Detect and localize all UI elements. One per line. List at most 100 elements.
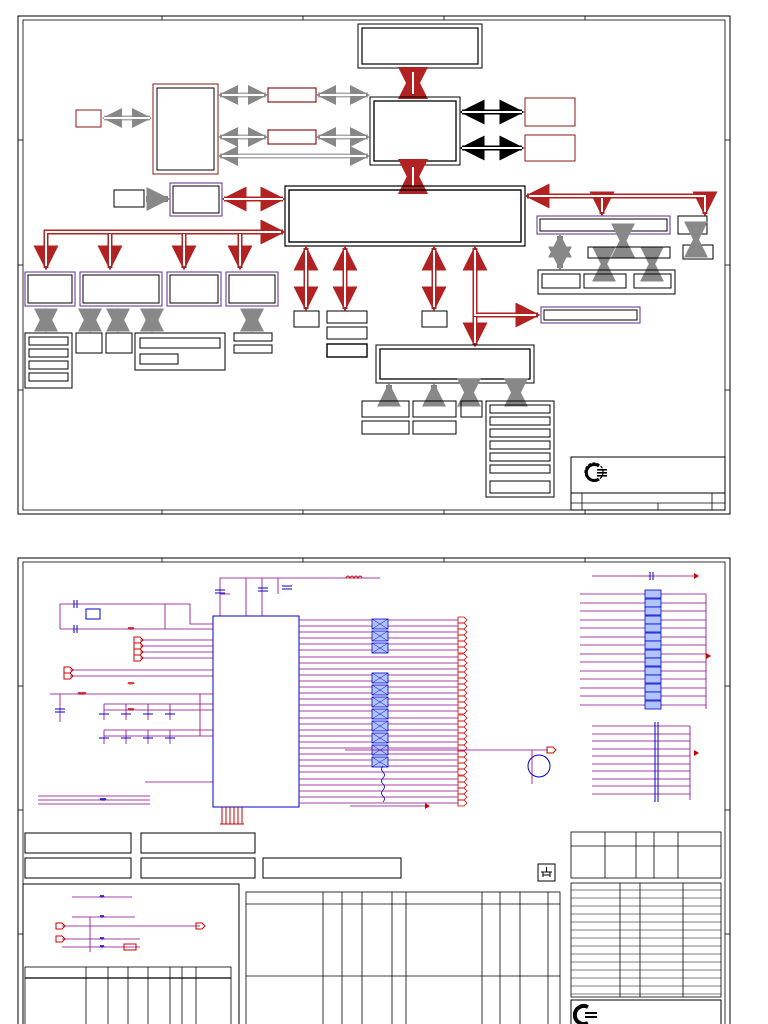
small-white-block <box>113 189 145 208</box>
off-page-connector <box>457 677 468 685</box>
off-page-connector <box>457 720 468 728</box>
right-title-table <box>570 831 722 998</box>
off-page-connector <box>457 714 468 722</box>
top-inductor <box>345 575 363 580</box>
ferrite-bead-hatch <box>371 720 389 732</box>
ferrite-bead-hatch <box>371 684 389 696</box>
ferrite-bead <box>644 674 662 684</box>
off-page-connector <box>457 793 468 801</box>
off-page-connector <box>457 762 468 770</box>
off-page-connector <box>457 768 468 776</box>
off-page-connector <box>457 701 468 709</box>
right-lower-block <box>524 134 576 162</box>
sb-child-4 <box>326 343 368 358</box>
pcie-block <box>536 215 671 235</box>
ferrite-inductor <box>381 765 385 803</box>
company-logo-icon <box>584 462 607 482</box>
off-page-connector <box>457 671 468 679</box>
sb-down-links <box>293 245 447 312</box>
schematic-sheet <box>17 557 731 1024</box>
sb-child-2 <box>326 310 368 324</box>
main-ic-body <box>212 615 300 808</box>
ferrite-array-col2 <box>580 589 711 710</box>
sheet1-zone-ticks <box>18 16 730 514</box>
sio-connector-stack <box>485 400 555 498</box>
off-page-connector <box>457 653 468 661</box>
sb-lower-bus <box>462 245 541 348</box>
off-page-connector <box>457 689 468 697</box>
left-lower-signals <box>38 781 213 805</box>
crystal-circuit <box>59 603 213 630</box>
ferrite-bead <box>644 700 662 710</box>
sheet1-outer-frame <box>17 15 731 515</box>
ground-symbol-icon <box>537 863 556 882</box>
sheet1-title-block <box>570 456 726 511</box>
ferrite-bead-hatch <box>371 732 389 744</box>
off-page-connector <box>457 628 468 636</box>
right-end-block <box>677 215 708 235</box>
sheet2-outer-frame <box>17 557 731 1024</box>
left-bus-tree <box>33 219 286 271</box>
lower-left-table <box>24 966 232 1024</box>
super-io-block-inner <box>379 348 531 380</box>
off-page-connector <box>457 622 468 630</box>
ferrite-bead <box>644 649 662 659</box>
ferrite-bead-hatch <box>371 756 389 768</box>
note-box-5 <box>262 857 402 879</box>
left-input-signals <box>70 639 213 677</box>
sio-child-3 <box>460 400 483 418</box>
mid-red-block-upper <box>267 87 317 103</box>
lower-left-panel <box>22 883 240 1024</box>
note-box-4 <box>140 857 256 879</box>
super-io-block-outer <box>375 344 535 384</box>
crystal-icon <box>85 608 101 620</box>
ferrite-bead <box>644 640 662 650</box>
pcie-grey-arrows <box>548 223 664 282</box>
top-power-rail <box>219 577 380 616</box>
ferrite-bead <box>644 589 662 599</box>
off-page-connector <box>457 738 468 746</box>
output-connectors-col1 <box>457 616 468 807</box>
off-page-connector <box>457 616 468 624</box>
ferrite-bead <box>644 598 662 608</box>
left-device-block-1 <box>24 271 76 307</box>
right-upper-block <box>524 97 576 127</box>
lower-left-circuit <box>62 896 200 952</box>
ferrite-bead-hatch <box>371 708 389 720</box>
right-lower-bus <box>592 722 699 802</box>
super-io-grey-arrows <box>377 378 528 407</box>
sheet2-inner-frame <box>22 561 726 1024</box>
small-conn-1 <box>75 332 103 354</box>
south-bridge-block-inner <box>288 189 522 243</box>
off-page-connector <box>457 726 468 734</box>
sb-child-1 <box>293 310 320 328</box>
ferrite-bead <box>644 623 662 633</box>
ferrite-bead <box>644 683 662 693</box>
off-page-connector <box>457 781 468 789</box>
north-bridge-block-inner <box>373 100 457 162</box>
nb-right-bus <box>459 99 525 161</box>
left-device-block-3 <box>166 271 222 307</box>
ferrite-bead <box>644 632 662 642</box>
memory-bus-links <box>218 85 370 166</box>
center-revision-table <box>245 891 561 1024</box>
sb-child-5 <box>421 310 448 328</box>
north-bridge-block-outer <box>369 96 461 166</box>
off-page-connector <box>457 787 468 795</box>
left-connector-stack <box>24 332 73 389</box>
ferrite-bead <box>644 666 662 676</box>
off-page-connector <box>457 683 468 691</box>
right-conn-pair <box>233 332 273 342</box>
io-block-inner <box>172 185 220 214</box>
ferrite-bead <box>644 615 662 625</box>
top-block-outer <box>357 23 483 69</box>
off-page-connector <box>457 646 468 654</box>
small-left-block <box>75 109 102 128</box>
ferrite-bead-hatch <box>371 696 389 708</box>
audio-conn-group <box>134 332 226 371</box>
memory-block-inner <box>156 87 215 171</box>
small-conn-2 <box>105 332 133 354</box>
off-page-connector <box>457 634 468 642</box>
off-page-connector <box>457 775 468 783</box>
memory-block-outer <box>152 83 219 175</box>
